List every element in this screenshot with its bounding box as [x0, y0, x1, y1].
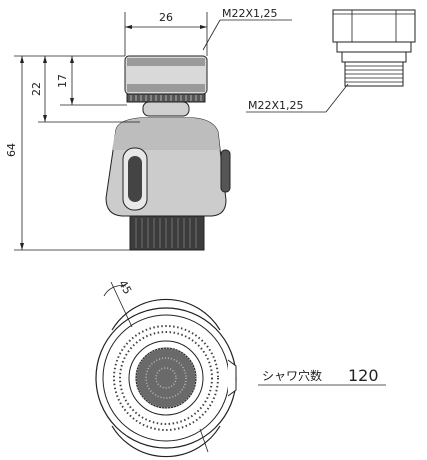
- switch-lever-slot: [128, 156, 142, 202]
- dim64-arrow-bottom: [20, 243, 24, 250]
- threaded-cap-top-band: [127, 58, 205, 66]
- swivel-neck: [142, 101, 190, 117]
- width-arrow-right: [200, 25, 207, 29]
- spray-holes-value: 120: [348, 366, 379, 385]
- knurl-lines: [130, 95, 202, 101]
- spray-holes-label: シャワ穴数: [262, 368, 322, 383]
- adapter-thread-leader: [325, 83, 349, 113]
- bottom-bottom-arc: [111, 425, 221, 458]
- adapter-view: M22X1,25: [246, 9, 416, 113]
- outer-hole-ring: [113, 325, 219, 431]
- bottom-side-lug: [227, 359, 237, 397]
- angle-line-bottom: [199, 428, 209, 453]
- adapter-collar: [336, 41, 412, 53]
- body-shade: [112, 118, 220, 150]
- side-thread-label: M22X1,25: [222, 7, 278, 20]
- angle-label: 45: [116, 278, 134, 297]
- bottom-top-arc: [111, 298, 221, 331]
- dim22-arrow-bottom: [43, 115, 47, 122]
- middle-hole-ring: [119, 331, 213, 425]
- nozzle-ribs: [135, 218, 197, 248]
- adapter-thread-lines: [345, 65, 403, 83]
- dim64-label: 64: [5, 143, 18, 157]
- dim22-label: 22: [30, 82, 43, 96]
- nozzle-head: [129, 215, 205, 251]
- aerator-mesh-inner: [145, 357, 187, 399]
- dim17-arrow-top: [70, 56, 74, 63]
- width-dimension-label: 26: [159, 11, 173, 24]
- thread-leader: [202, 19, 221, 51]
- dim22-arrow-top: [43, 56, 47, 63]
- angle-line-top: [110, 281, 133, 328]
- aerator-mesh-texture: [135, 347, 197, 409]
- side-view: 26 M22X1,25: [5, 7, 292, 251]
- dim17-arrow-bottom: [70, 98, 74, 105]
- spec-block: シャワ穴数 120: [258, 366, 386, 386]
- dim64-arrow-top: [20, 56, 24, 63]
- adapter-nut: [332, 9, 416, 43]
- width-arrow-left: [125, 25, 132, 29]
- side-button: [220, 149, 231, 193]
- threaded-cap-bottom-band: [127, 84, 205, 92]
- adapter-step: [341, 51, 407, 63]
- aerator-mesh-core: [155, 367, 177, 389]
- bottom-view: 45: [95, 278, 237, 458]
- angle-arc: [103, 285, 127, 297]
- dim17-label: 17: [56, 74, 69, 88]
- adapter-thread-label: M22X1,25: [248, 99, 304, 112]
